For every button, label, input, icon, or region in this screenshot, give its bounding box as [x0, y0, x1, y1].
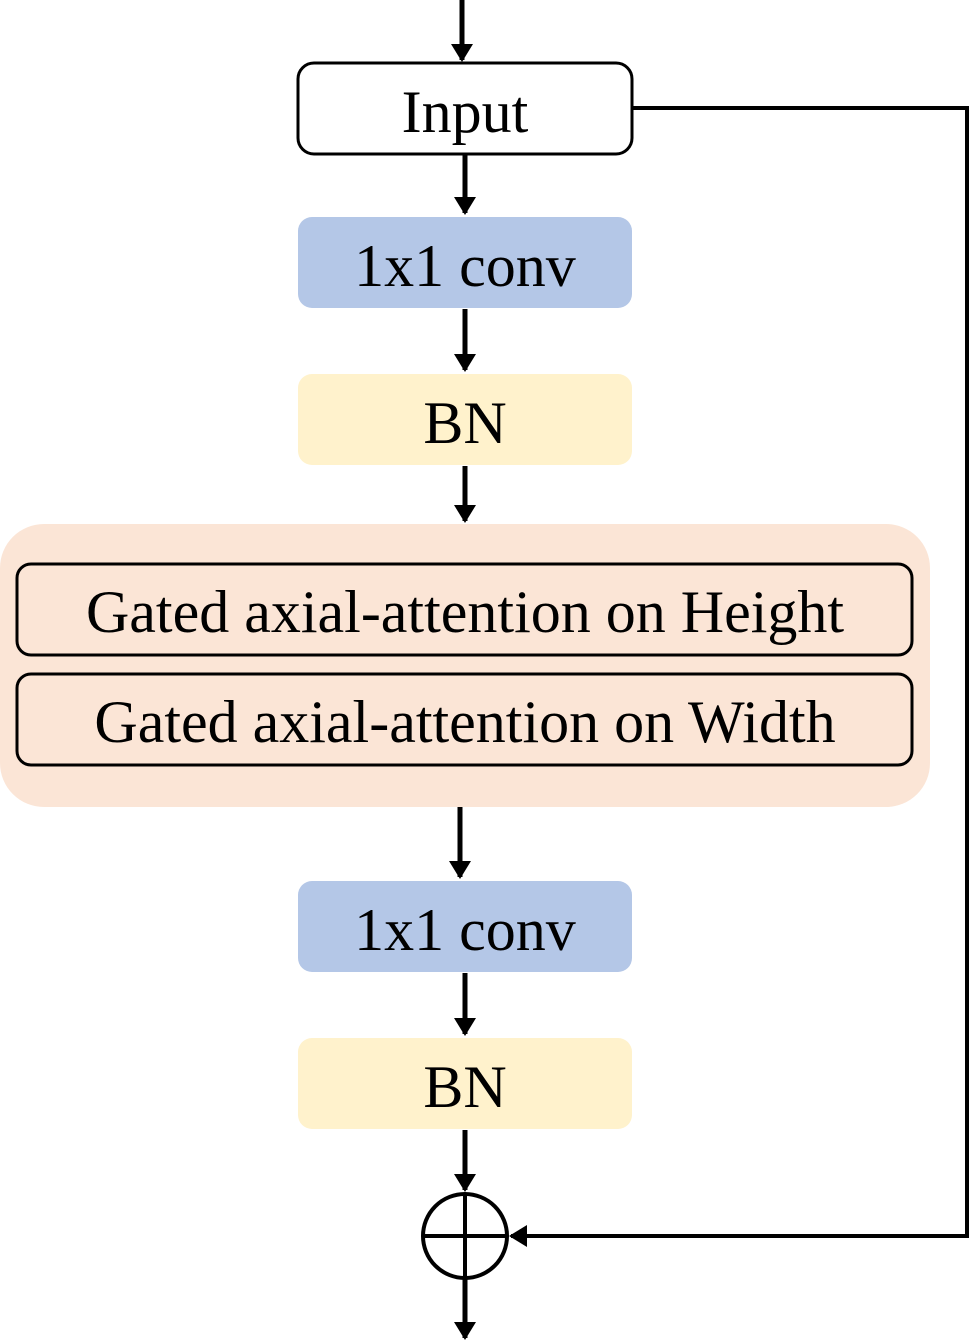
attention-width-label: Gated axial-attention on Width: [94, 689, 835, 755]
conv2-box: [298, 881, 632, 972]
skip-connection: [509, 106, 969, 1247]
circle-plus-icon: [421, 1192, 509, 1280]
bn2-label: BN: [423, 1054, 506, 1120]
conv2-node: 1x1 conv: [298, 881, 632, 972]
attention-width-box: [15, 672, 914, 767]
bn2-node: BN: [298, 1038, 632, 1129]
conv1-label: 1x1 conv: [354, 233, 576, 299]
input-label: Input: [402, 79, 529, 145]
input-node: Input: [296, 61, 634, 156]
bn1-label: BN: [423, 390, 506, 456]
bn1-node: BN: [298, 374, 632, 465]
conv1-box: [298, 217, 632, 308]
attention-height-label: Gated axial-attention on Height: [86, 579, 844, 645]
bn1-box: [298, 374, 632, 465]
attention-group: Gated axial-attention on Height Gated ax…: [0, 524, 930, 807]
conv1-node: 1x1 conv: [298, 217, 632, 308]
conv2-label: 1x1 conv: [354, 897, 576, 963]
attention-height-box: [15, 562, 914, 657]
bn2-box: [298, 1038, 632, 1129]
